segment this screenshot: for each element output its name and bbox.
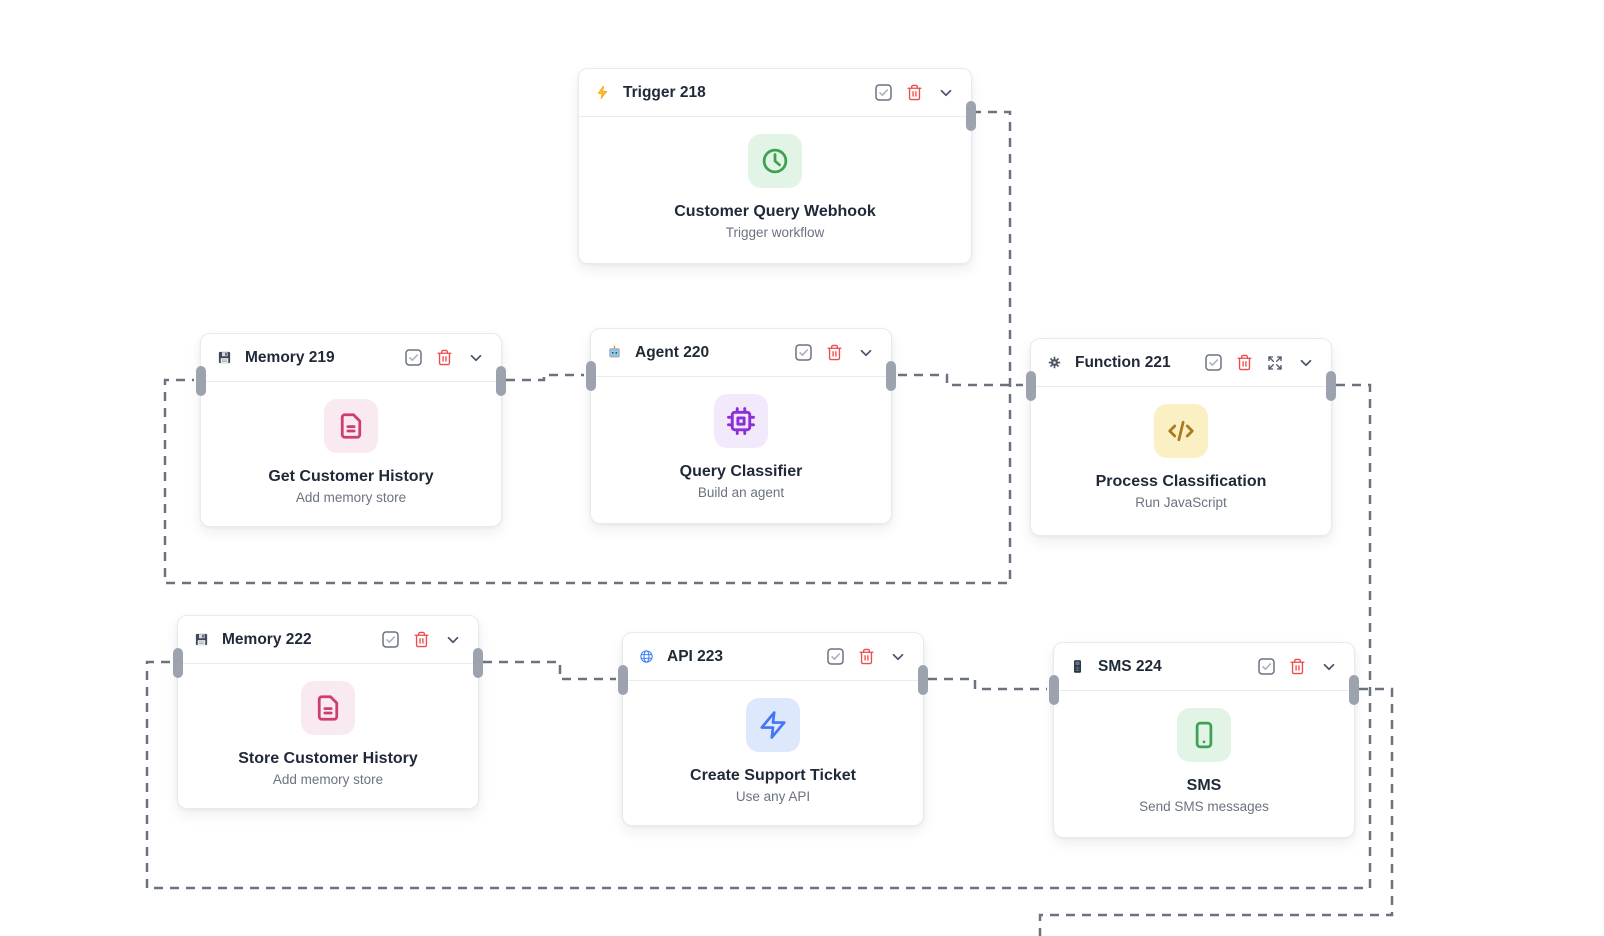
input-handle[interactable] (586, 361, 596, 391)
node-card-function-221[interactable]: Function 221 Process Classification Run … (1026, 338, 1336, 536)
node-body: Store Customer History Add memory store (178, 664, 478, 787)
select-checkbox[interactable] (875, 84, 892, 101)
gear-icon (1047, 355, 1062, 370)
delete-button[interactable] (826, 344, 843, 361)
node-action-title: Create Support Ticket (690, 767, 856, 784)
output-handle[interactable] (496, 366, 506, 396)
output-handle[interactable] (473, 648, 483, 678)
node-action-subtitle: Trigger workflow (725, 225, 825, 240)
floppy-disk-icon (194, 632, 209, 647)
input-handle[interactable] (1026, 371, 1036, 401)
node-header: API 223 (623, 633, 923, 681)
output-handle[interactable] (886, 361, 896, 391)
select-checkbox[interactable] (827, 648, 844, 665)
globe-icon (639, 649, 654, 664)
node-action-subtitle: Send SMS messages (1139, 799, 1269, 814)
zap-icon (746, 698, 800, 752)
delete-button[interactable] (436, 349, 453, 366)
select-checkbox[interactable] (1258, 658, 1275, 675)
node-card-sms-224[interactable]: SMS 224 SMS Send SMS messages (1049, 642, 1359, 838)
expand-button[interactable] (1267, 355, 1283, 371)
node-action-title: Query Classifier (679, 463, 803, 480)
input-handle[interactable] (196, 366, 206, 396)
select-checkbox[interactable] (405, 349, 422, 366)
node-body: Customer Query Webhook Trigger workflow (579, 117, 971, 240)
select-checkbox[interactable] (795, 344, 812, 361)
node-action-title: Store Customer History (238, 750, 418, 767)
collapse-chevron-button[interactable] (467, 349, 485, 367)
node-action-subtitle: Add memory store (295, 490, 407, 505)
floppy-disk-icon (217, 350, 232, 365)
connection-agent-220-to-function-221 (898, 373, 1023, 387)
node-header: Function 221 (1031, 339, 1331, 387)
node-action-title: Get Customer History (268, 468, 434, 485)
connection-trigger-218-to-memory-219 (163, 110, 1012, 585)
node-title: API 223 (667, 647, 724, 665)
node-action-subtitle: Add memory store (272, 772, 384, 787)
node-card-memory-222[interactable]: Memory 222 Store Customer History Add me… (173, 615, 483, 809)
collapse-chevron-button[interactable] (889, 648, 907, 666)
node-action-subtitle: Run JavaScript (1135, 495, 1227, 510)
node-body: Create Support Ticket Use any API (623, 681, 923, 804)
select-checkbox[interactable] (1205, 354, 1222, 371)
node-card-memory-219[interactable]: Memory 219 Get Customer History Add memo… (196, 333, 506, 527)
file-text-icon (301, 681, 355, 735)
collapse-chevron-button[interactable] (857, 344, 875, 362)
input-handle[interactable] (173, 648, 183, 678)
input-handle[interactable] (618, 665, 628, 695)
delete-button[interactable] (413, 631, 430, 648)
connection-memory-219-to-agent-220 (506, 373, 584, 382)
node-title: Memory 222 (222, 630, 312, 648)
collapse-chevron-button[interactable] (937, 84, 955, 102)
node-card-trigger-218[interactable]: Trigger 218 Customer Query Webhook Trigg… (578, 68, 976, 264)
output-handle[interactable] (1326, 371, 1336, 401)
delete-button[interactable] (1289, 658, 1306, 675)
node-action-title: Customer Query Webhook (674, 203, 876, 220)
node-action-title: Process Classification (1095, 473, 1267, 490)
node-card-api-223[interactable]: API 223 Create Support Ticket Use any AP… (618, 632, 928, 826)
node-action-title: SMS (1186, 777, 1222, 794)
node-header: Memory 219 (201, 334, 501, 382)
node-header: SMS 224 (1054, 643, 1354, 691)
collapse-chevron-button[interactable] (1320, 658, 1338, 676)
node-body: Get Customer History Add memory store (201, 382, 501, 505)
clock-icon (748, 134, 802, 188)
connection-function-221-to-memory-222 (145, 383, 1372, 890)
node-header: Memory 222 (178, 616, 478, 664)
output-handle[interactable] (966, 101, 976, 131)
connection-sms-224-to-offscreen (1038, 687, 1394, 936)
node-action-subtitle: Use any API (735, 789, 811, 804)
delete-button[interactable] (1236, 354, 1253, 371)
robot-icon (607, 345, 622, 360)
node-title: SMS 224 (1098, 657, 1162, 675)
node-header: Agent 220 (591, 329, 891, 377)
connection-api-223-to-sms-224 (928, 677, 1047, 691)
node-card-agent-220[interactable]: Agent 220 Query Classifier Build an agen… (586, 328, 896, 524)
lightning-bolt-icon (595, 85, 610, 100)
delete-button[interactable] (906, 84, 923, 101)
smartphone-icon (1177, 708, 1231, 762)
node-title: Trigger 218 (623, 83, 706, 101)
node-body: SMS Send SMS messages (1054, 691, 1354, 814)
collapse-chevron-button[interactable] (1297, 354, 1315, 372)
node-title: Memory 219 (245, 348, 335, 366)
connection-memory-222-to-api-223 (483, 660, 616, 681)
phone-icon (1070, 659, 1085, 674)
node-body: Process Classification Run JavaScript (1031, 387, 1331, 510)
node-header: Trigger 218 (579, 69, 971, 117)
node-action-subtitle: Build an agent (697, 485, 785, 500)
output-handle[interactable] (1349, 675, 1359, 705)
select-checkbox[interactable] (382, 631, 399, 648)
cpu-icon (714, 394, 768, 448)
code-icon (1154, 404, 1208, 458)
collapse-chevron-button[interactable] (444, 631, 462, 649)
node-body: Query Classifier Build an agent (591, 377, 891, 500)
node-title: Agent 220 (635, 343, 710, 361)
delete-button[interactable] (858, 648, 875, 665)
output-handle[interactable] (918, 665, 928, 695)
input-handle[interactable] (1049, 675, 1059, 705)
node-title: Function 221 (1075, 353, 1171, 371)
file-text-icon (324, 399, 378, 453)
